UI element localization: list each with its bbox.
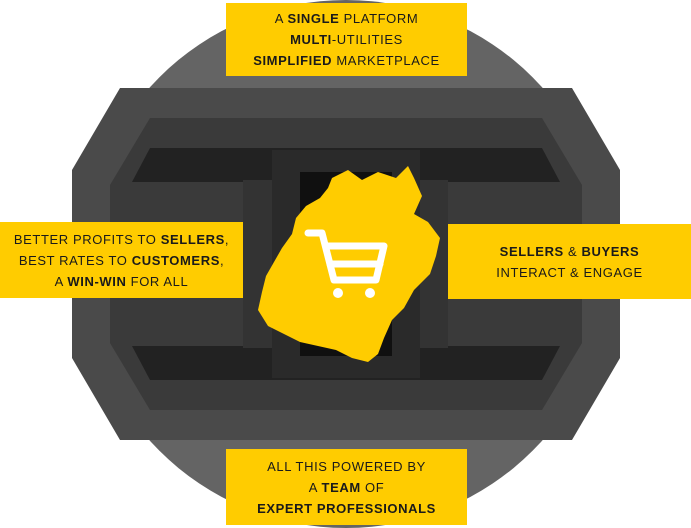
callout-better-profits: BETTER PROFITS TO SELLERS, BEST RATES TO… (0, 222, 243, 298)
callout-right-line-1: SELLERS & BUYERS (499, 243, 640, 259)
callout-top-line-2: MULTI-UTILITIES (290, 32, 403, 47)
shopping-cart-icon (304, 229, 388, 298)
callout-left-line-2: BEST RATES TO CUSTOMERS, (18, 252, 225, 268)
callout-top-line-3: SIMPLIFIED MARKETPLACE (253, 53, 440, 68)
callout-top-line-1: A SINGLE PLATFORM (274, 11, 419, 26)
callout-right-line-2: INTERACT & ENGAGE (496, 264, 643, 280)
callout-bottom-line-2: A TEAM OF (308, 479, 385, 495)
callout-expert-team: ALL THIS POWERED BY A TEAM OF EXPERT PRO… (226, 449, 467, 525)
callout-bottom-line-3: EXPERT PROFESSIONALS (257, 500, 436, 516)
callout-left-line-1: BETTER PROFITS TO SELLERS, (13, 231, 230, 247)
callout-sellers-buyers: SELLERS & BUYERS INTERACT & ENGAGE (448, 224, 691, 299)
callout-left-line-3: A WIN-WIN FOR ALL (54, 273, 189, 289)
callout-bottom-line-1: ALL THIS POWERED BY (267, 458, 426, 474)
callout-single-platform: A SINGLE PLATFORM MULTI-UTILITIES SIMPLI… (226, 3, 467, 76)
